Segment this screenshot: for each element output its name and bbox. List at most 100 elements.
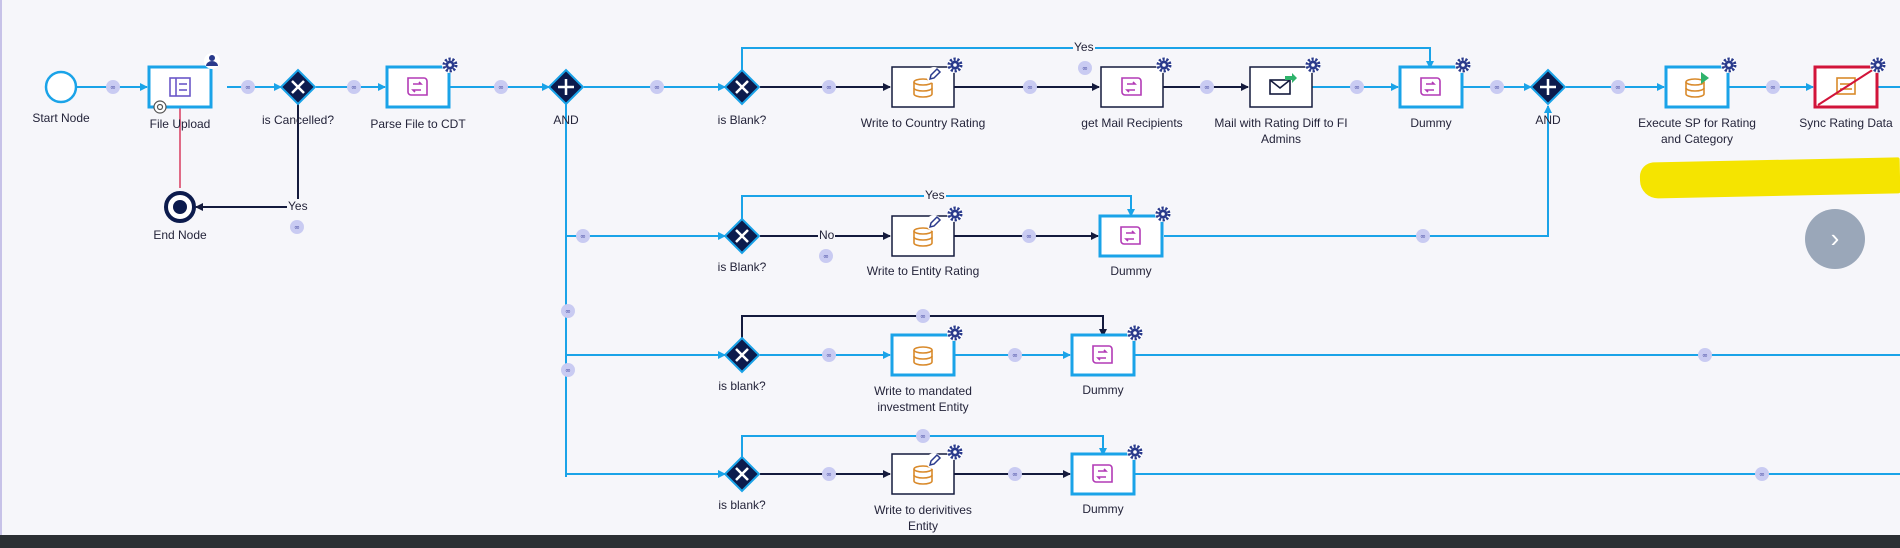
pencil-icon (925, 66, 943, 84)
and-join-gateway[interactable] (1529, 68, 1567, 106)
link-chip[interactable] (347, 80, 361, 94)
link-chip[interactable] (1023, 80, 1037, 94)
gear-icon[interactable] (945, 55, 965, 75)
is-blank-3-label: is blank? (718, 379, 766, 393)
edge-label-yes: Yes (1073, 40, 1095, 54)
gear-icon[interactable] (1453, 55, 1473, 75)
mail-rating-label: Mail with Rating Diff to FI Admins (1214, 116, 1348, 146)
link-chip[interactable] (561, 363, 575, 377)
start-node[interactable] (44, 70, 78, 104)
link-chip[interactable] (916, 309, 930, 323)
write-mandated-node[interactable] (890, 323, 965, 377)
flow-split-blank4[interactable] (565, 454, 726, 478)
write-entity-label: Write to Entity Rating (866, 264, 980, 278)
gear-icon[interactable] (1868, 55, 1888, 75)
is-blank-4-gateway[interactable] (723, 455, 761, 493)
sync-rating-label: Sync Rating Data (1799, 116, 1893, 130)
dummy-3-node[interactable] (1070, 323, 1145, 377)
and-split-gateway[interactable] (547, 68, 585, 106)
end-node-label: End Node (153, 228, 207, 242)
is-blank-4-label: is blank? (718, 498, 766, 512)
link-chip[interactable] (1416, 229, 1430, 243)
gear-icon[interactable] (440, 55, 460, 75)
parse-file-node[interactable] (385, 55, 460, 109)
edge-label-no: No (818, 228, 836, 242)
start-node-label: Start Node (32, 111, 90, 125)
dummy-2-label: Dummy (1110, 264, 1152, 278)
next-arrow-button[interactable]: › (1805, 209, 1865, 269)
link-chip[interactable] (241, 80, 255, 94)
mail-rating-node[interactable] (1249, 55, 1323, 108)
pencil-icon (925, 214, 943, 232)
gear-icon[interactable] (1125, 442, 1145, 462)
dummy-3-label: Dummy (1082, 383, 1124, 397)
link-chip[interactable] (561, 304, 575, 318)
gear-icon[interactable] (1303, 55, 1323, 75)
get-mail-label: get Mail Recipients (1081, 116, 1183, 130)
gear-icon[interactable] (1125, 323, 1145, 343)
link-chip[interactable] (494, 80, 508, 94)
flow-dummy2-andjoin[interactable] (1164, 105, 1552, 237)
link-chip[interactable] (1755, 467, 1769, 481)
dummy-4-label: Dummy (1082, 502, 1124, 516)
and-join-label: AND (1535, 113, 1561, 127)
is-cancelled-label: is Cancelled? (261, 113, 335, 127)
gear-icon[interactable] (945, 442, 965, 462)
link-chip[interactable] (106, 80, 120, 94)
is-blank-1-gateway[interactable] (723, 68, 761, 106)
link-chip[interactable] (576, 229, 590, 243)
write-country-node[interactable] (891, 55, 965, 108)
bottom-toolbar (0, 535, 1900, 548)
mail-icon (1269, 73, 1297, 95)
link-chip[interactable] (822, 80, 836, 94)
end-node[interactable] (164, 191, 196, 223)
link-chip[interactable] (1698, 348, 1712, 362)
link-chip[interactable] (1078, 61, 1092, 75)
file-upload-node[interactable] (147, 53, 220, 114)
link-chip[interactable] (1200, 80, 1214, 94)
execute-sp-node[interactable] (1664, 55, 1739, 109)
link-chip[interactable] (822, 348, 836, 362)
link-chip[interactable] (819, 249, 833, 263)
link-chip[interactable] (916, 429, 930, 443)
dummy-4-node[interactable] (1070, 442, 1145, 496)
sync-rating-node[interactable] (1813, 55, 1888, 109)
gear-icon[interactable] (1153, 204, 1173, 224)
form-icon (169, 77, 191, 97)
link-chip[interactable] (1490, 80, 1504, 94)
target-icon (153, 100, 167, 114)
gear-icon[interactable] (1719, 55, 1739, 75)
link-chip[interactable] (1611, 80, 1625, 94)
execute-sp-label: Execute SP for Rating and Category (1638, 116, 1756, 146)
parse-file-label: Parse File to CDT (370, 117, 466, 131)
pencil-icon (925, 452, 943, 470)
write-derivitives-node[interactable] (891, 442, 965, 495)
and-split-label: AND (553, 113, 579, 127)
edge-label-yes: Yes (924, 188, 946, 202)
write-entity-node[interactable] (891, 204, 965, 257)
link-chip[interactable] (1022, 229, 1036, 243)
is-cancelled-gateway[interactable] (279, 68, 317, 106)
gear-icon[interactable] (945, 323, 965, 343)
yellow-highlight-mark (1639, 157, 1900, 199)
dummy-2-node[interactable] (1098, 204, 1173, 258)
link-chip[interactable] (1766, 80, 1780, 94)
link-chip[interactable] (1350, 80, 1364, 94)
gear-icon[interactable] (945, 204, 965, 224)
link-chip[interactable] (822, 467, 836, 481)
link-chip[interactable] (1008, 467, 1022, 481)
is-blank-3-gateway[interactable] (723, 336, 761, 374)
is-blank-2-gateway[interactable] (723, 217, 761, 255)
write-mandated-label: Write to mandated investment Entity (874, 384, 972, 414)
gear-icon[interactable] (1154, 55, 1174, 75)
file-upload-label: File Upload (149, 117, 211, 131)
link-chip[interactable] (1008, 348, 1022, 362)
write-country-label: Write to Country Rating (860, 116, 986, 130)
process-model-canvas[interactable]: ∞ (0, 0, 1900, 535)
link-chip[interactable] (290, 220, 304, 234)
play-icon (1701, 72, 1709, 84)
get-mail-node[interactable] (1100, 55, 1174, 108)
disabled-slash (1817, 68, 1875, 106)
link-chip[interactable] (650, 80, 664, 94)
dummy-1-node[interactable] (1398, 55, 1473, 109)
